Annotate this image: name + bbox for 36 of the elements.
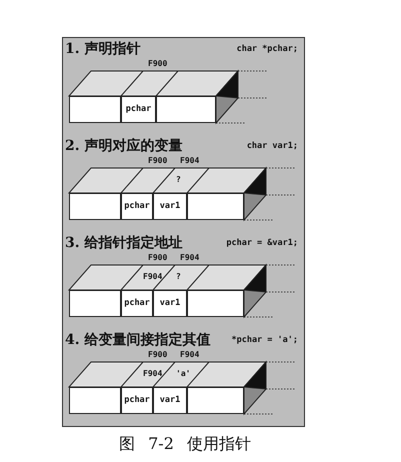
memory-cell — [187, 193, 244, 220]
address-label: F900 — [148, 156, 168, 165]
variable-name: pchar — [126, 104, 152, 114]
code-line: *pchar = 'a'; — [231, 335, 298, 345]
address-label: F904 — [180, 156, 200, 165]
address-label: F900 — [148, 59, 168, 68]
address-label: F904 — [180, 253, 200, 262]
value-label: F904 — [143, 272, 162, 280]
value-label: 'a' — [176, 368, 190, 378]
variable-name: pchar — [124, 298, 150, 308]
address-label: F904 — [180, 350, 200, 359]
value-label: ? — [176, 272, 181, 280]
memory-cell — [156, 96, 216, 123]
variable-name: var1 — [160, 298, 180, 308]
step-heading: 3. 给指针指定地址 — [65, 234, 182, 252]
step-heading: 4. 给变量间接指定其值 — [65, 331, 210, 349]
variable-name: var1 — [160, 395, 180, 405]
code-line: char var1; — [246, 141, 298, 151]
code-line: char *pchar; — [236, 44, 298, 54]
address-label: F900 — [148, 350, 168, 359]
step-heading: 1. 声明指针 — [65, 40, 140, 58]
memory-cell — [69, 193, 121, 220]
memory-cell — [69, 96, 121, 123]
variable-name: pchar — [124, 395, 150, 405]
memory-cell — [187, 290, 244, 317]
step-heading: 2. 声明对应的变量 — [65, 137, 182, 155]
memory-cell — [69, 290, 121, 317]
variable-name: var1 — [160, 201, 180, 211]
memory-cell — [69, 387, 121, 414]
value-label: F904 — [143, 368, 162, 378]
value-label: ? — [176, 174, 181, 184]
code-line: pchar = &var1; — [226, 238, 298, 248]
memory-cell — [187, 387, 244, 414]
variable-name: pchar — [124, 201, 150, 211]
address-label: F900 — [148, 253, 168, 262]
figure-caption: 图 7-2 使用指针 — [119, 434, 251, 455]
